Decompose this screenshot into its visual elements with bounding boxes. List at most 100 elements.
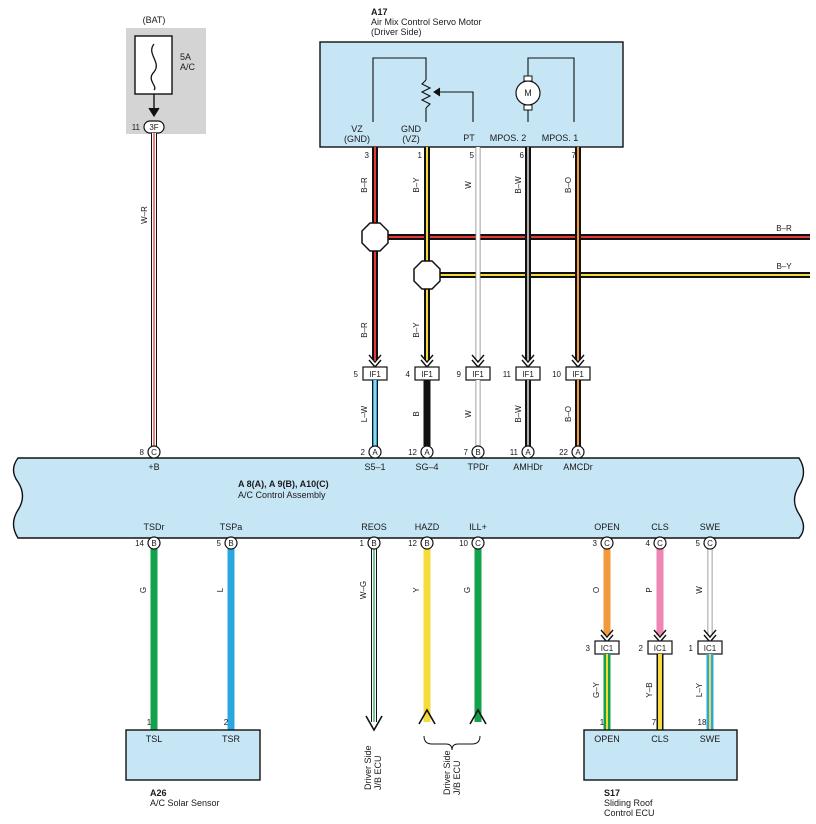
ecu-pin-tpdr: 7 [464,448,469,457]
if1-pin-vz: 5 [354,370,359,379]
if1-box-gnd: IF1 [421,370,433,379]
motor-term-pt: PT [463,133,475,143]
if1-box-vz: IF1 [369,370,381,379]
motor-term-vz-sub: (GND) [344,134,370,144]
wiper-arrow-icon [433,87,441,97]
solar-code: A26 [150,788,167,798]
wire-tspa-label: L [216,587,225,592]
wire-amhdr-b-w: B–W [514,380,531,446]
roof-ecu-box [583,729,738,781]
branch-b-y-label: B–Y [776,262,792,271]
motor-term-gnd: GND [401,124,422,134]
splice-junction-by [413,260,441,290]
jb-ecu-labels: Driver Side J/B ECU Driver Side J/B ECU [363,735,481,795]
ecu-pin-cls: 4 [646,539,651,548]
wire-s5-l-w: L–W [360,380,378,446]
ic1-pin-swe: 1 [689,644,694,653]
ecu-pin-swe: 5 [696,539,701,548]
wire-vz-top-label: B–R [360,177,369,193]
solar-pin-tsr: 2 [224,718,229,727]
wire-mpos2-label: B–W [514,176,523,194]
ecu-conn-tpdr: B [475,448,480,457]
reos-arrow-icon [365,715,383,732]
if1-pin-gnd: 4 [406,370,411,379]
jb-label-hazd-line2: J/B ECU [452,760,462,795]
ecu-term-cls: CLS [651,522,669,532]
wire-tsdr-label: G [139,587,148,593]
ic1-box-open: IC1 [601,644,614,653]
ac-control-assembly: A 8(A), A 9(B), A10(C) A/C Control Assem… [12,445,805,539]
roof-wire-cls-label: Y–B [645,682,654,697]
servo-motor: A17 Air Mix Control Servo Motor (Driver … [319,7,624,160]
wire-s5-label: L–W [360,405,369,422]
ecu-conn-amcdr: A [575,448,581,457]
wire-mpos1-b-o: B–O [564,147,581,360]
solar-term-tsl: TSL [146,734,163,744]
wire-reos-label: W–G [359,581,368,599]
ic1-connectors: IC1 3 IC1 2 IC1 1 [586,640,723,655]
hazd-arrow-icon [418,708,436,725]
ecu-pin-amcdr: 22 [559,448,568,457]
ic1-box-cls: IC1 [654,644,667,653]
motor-term-mpos2: MPOS. 2 [490,133,527,143]
solar-name: A/C Solar Sensor [150,798,220,808]
motor-brush-bottom [523,104,533,111]
wire-open-o: O [592,548,611,635]
if1-connectors: IF1 5 IF1 4 IF1 9 IF1 11 IF1 10 [354,366,591,381]
ecu-term-amhdr: AMHDr [513,462,543,472]
if1-box-pt: IF1 [472,370,484,379]
motor-pin-mpos1: 7 [572,151,577,160]
ecu-term-s5: S5–1 [364,462,385,472]
fuse-rating: 5A [180,52,191,62]
wire-cls-y-b: Y–B [645,654,664,730]
branch-b-r-label: B–R [776,224,792,233]
jb-label-reos-line1: Driver Side [363,745,373,790]
wire-tpdr-w: W [464,380,481,446]
wire-reos-w-g: W–G [359,548,383,732]
roof-name-line2: Control ECU [604,808,655,818]
wire-gnd-bottom-label: B–Y [412,322,421,338]
wire-hazd-label: Y [412,587,421,593]
fuse-pin-number: 11 [132,123,141,132]
ecu-pin-tsdr: 14 [135,539,144,548]
ecu-conn-cls: C [657,539,663,548]
motor-term-mpos1: MPOS. 1 [542,133,579,143]
wire-cls-label: P [645,587,654,592]
ecu-conn-sg: A [424,448,430,457]
fuse-name: A/C [180,62,196,72]
fuse-arrow-icon [148,107,160,118]
solar-pin-tsl: 1 [147,718,152,727]
ecu-conn-s5: A [372,448,378,457]
wire-swe-label: W [695,586,704,594]
wire-tsdr-g: G [139,548,158,730]
ecu-term-tpdr: TPDr [468,462,489,472]
roof-pin-cls: 7 [652,718,657,727]
ill-arrow-icon [469,708,487,725]
ecu-pin-tspa: 5 [217,539,222,548]
roof-wire-swe-label: L–Y [695,682,704,697]
ic1-box-swe: IC1 [704,644,717,653]
wire-w-r: W–R [140,133,157,446]
if1-pin-pt: 9 [457,370,462,379]
ecu-term-swe: SWE [700,522,721,532]
ecu-code: A 8(A), A 9(B), A10(C) [238,479,329,489]
wire-mpos1-label: B–O [564,177,573,193]
motor-internal-pt [436,91,474,122]
roof-wire-open-label: G–Y [592,681,601,698]
ecu-box [12,457,805,539]
ecu-term-reos: REOS [361,522,387,532]
ecu-pin-open: 3 [593,539,598,548]
wire-amcdr-label: B–O [564,406,573,422]
ic1-pin-open: 3 [586,644,591,653]
wire-vz-b-r: B–R B–R [360,147,378,360]
wire-open-label: O [592,587,601,593]
wire-vz-bottom-label: B–R [360,322,369,338]
ecu-pin-ill: 10 [459,539,468,548]
ecu-conn-amhdr: A [525,448,531,457]
motor-internal-mpos1 [527,57,575,122]
ecu-bottom-pins: B 14 B 5 B 1 B 12 C 10 C 3 C 4 C 5 [135,536,717,550]
solar-sensor-box [125,729,261,781]
fuse-supply-label: (BAT) [143,15,166,25]
wire-sg-b: B [412,380,431,446]
